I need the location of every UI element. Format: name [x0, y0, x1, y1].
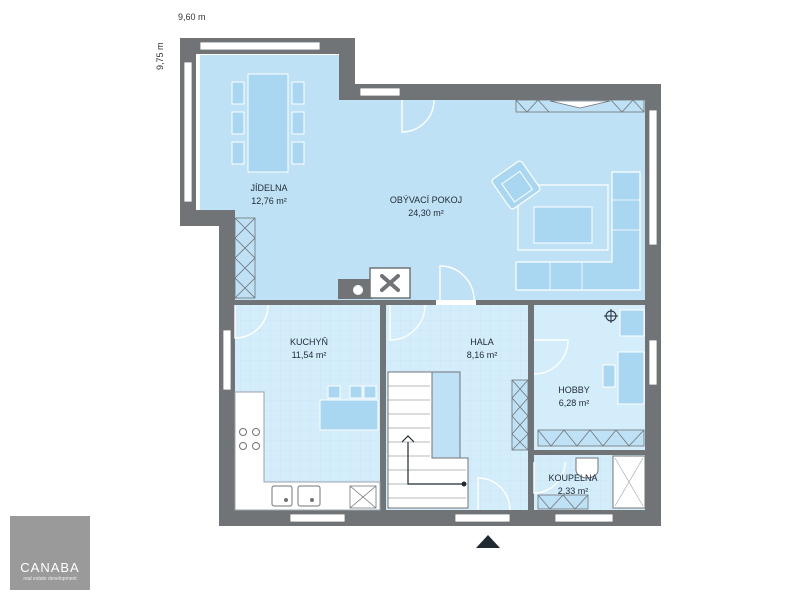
shelf [619, 309, 645, 337]
room-name-living: OBÝVACÍ POKOJ [390, 195, 462, 205]
window-kitchen-west [222, 329, 232, 391]
oven-cabinet [349, 485, 377, 509]
windows [183, 41, 658, 523]
window-hall-south [454, 513, 511, 523]
interior-walls [232, 300, 646, 510]
chair [231, 111, 245, 135]
room-area-hall: 8,16 m² [467, 350, 498, 360]
chair [231, 81, 245, 105]
coffee-table [533, 206, 593, 244]
living-furniture [491, 99, 645, 291]
room-name-kitchen: KUCHYŇ [290, 337, 328, 347]
lamp-icon [604, 309, 618, 323]
door-entrance [477, 477, 511, 511]
bath-cabinet [537, 494, 589, 510]
room-area-dining: 12,76 m² [251, 196, 287, 206]
window-hobby-east [648, 339, 658, 386]
room-name-hall: HALA [470, 337, 494, 347]
dimension-depth: 9,75 m [155, 42, 165, 70]
hobby-furniture [537, 309, 645, 447]
chair [291, 111, 305, 135]
rug [517, 184, 609, 251]
window-kitchen-south [289, 513, 346, 523]
logo-tagline: real estate development [23, 576, 77, 582]
room-area-bathroom: 2,33 m² [558, 486, 589, 496]
kitchen-fittings [234, 385, 381, 511]
door-hobby [533, 339, 569, 375]
stool [363, 385, 377, 399]
window-west [183, 61, 193, 203]
kitchen-island [319, 399, 379, 431]
dining-set [231, 73, 305, 173]
window-living-east [648, 109, 658, 246]
desk [617, 351, 645, 405]
stool [327, 385, 341, 399]
chair [291, 81, 305, 105]
stove [338, 267, 411, 299]
entrance-arrow-icon [476, 535, 500, 548]
room-area-kitchen: 11,54 m² [292, 350, 327, 360]
door-living-hall [439, 265, 475, 301]
room-area-living: 24,30 m² [408, 208, 444, 218]
dining-table [247, 73, 289, 173]
hall-wardrobe [511, 379, 529, 451]
chair [291, 141, 305, 165]
armchair [491, 160, 541, 210]
sink [271, 485, 321, 507]
corner-sofa [515, 171, 641, 291]
room-area-hobby: 6,28 m² [559, 398, 590, 408]
hobby-cabinet [537, 429, 645, 447]
window-bath-south [554, 513, 614, 523]
bathroom-fittings [537, 455, 646, 510]
room-name-dining: JÍDELNA [250, 183, 287, 193]
door-living-north [401, 99, 435, 133]
desk-chair [602, 364, 616, 388]
door-bathroom [533, 461, 566, 494]
logo-name: CANABA [20, 560, 80, 575]
door-hall-inner [389, 304, 426, 341]
stair-core [431, 371, 461, 459]
company-logo: CANABA real estate development [10, 516, 90, 590]
cooktop [239, 428, 260, 450]
tv-cabinet [515, 99, 645, 113]
washbasin [575, 457, 599, 479]
room-name-hobby: HOBBY [558, 385, 590, 395]
stool [349, 385, 363, 399]
dimension-width: 9,60 m [178, 12, 206, 22]
window-living-north [359, 87, 401, 97]
door-kitchen [234, 304, 269, 339]
room-name-bathroom: KOUPELNA [548, 473, 597, 483]
window-top-left [199, 41, 321, 51]
staircase [387, 371, 469, 509]
dining-cabinet [234, 217, 256, 299]
chair [231, 141, 245, 165]
doors [234, 99, 569, 511]
